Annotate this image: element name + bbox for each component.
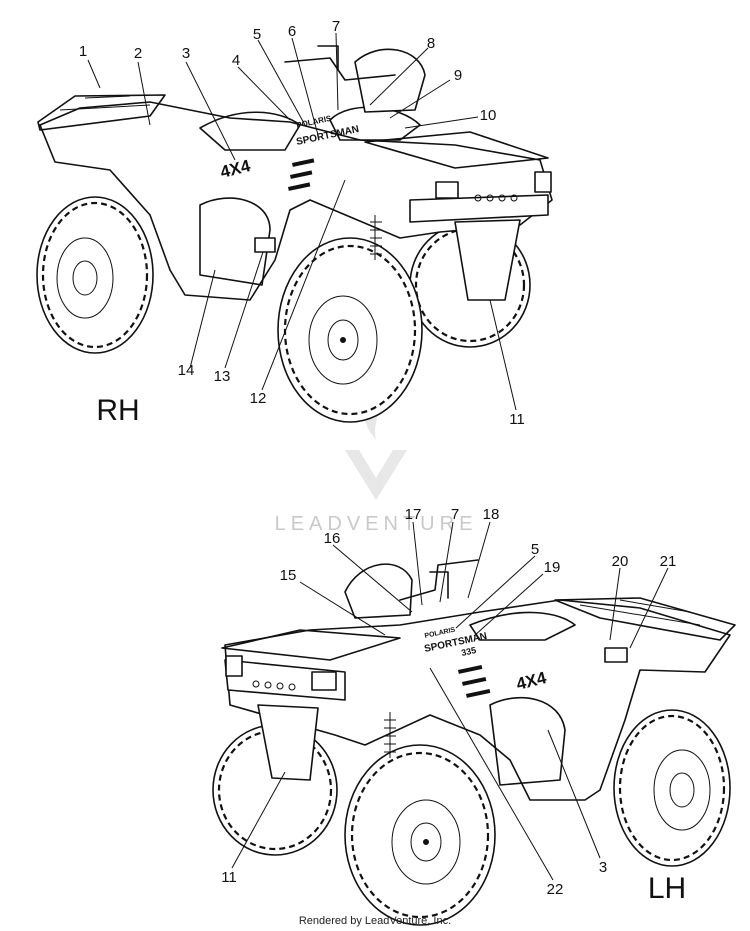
rh-brush-guard <box>454 219 521 301</box>
lh-callouts: 17 7 18 16 5 19 20 21 15 11 22 3 <box>221 506 676 898</box>
callout-12: 12 <box>250 390 267 407</box>
lh-headlight-left <box>225 655 243 677</box>
callout-3: 3 <box>182 45 190 62</box>
callout-2: 2 <box>134 45 142 62</box>
lh-front-rack <box>221 629 401 661</box>
callout-19: 19 <box>544 559 561 576</box>
rh-headlight-right <box>534 171 552 193</box>
callout-21: 21 <box>660 553 677 570</box>
lh-side-panel <box>489 697 566 786</box>
rh-bumper-holes <box>474 194 518 202</box>
rh-view-label: RH <box>96 394 139 427</box>
watermark-text: LEADVENTURE <box>275 513 478 535</box>
render-credit: Rendered by LeadVenture, Inc. <box>299 915 451 927</box>
callout-1: 1 <box>79 43 87 60</box>
lh-body <box>224 599 731 801</box>
lh-decal-engine: 335 <box>460 645 477 658</box>
atv-lh-view: 4X4 POLARIS SPORTSMAN 335 <box>212 559 736 926</box>
callout-8: 8 <box>427 35 435 52</box>
rh-headlight-pod <box>354 48 426 113</box>
lh-seat <box>469 611 576 641</box>
rh-rear-wheel-left <box>36 196 154 354</box>
callout-13: 13 <box>214 368 231 385</box>
rh-handlebar <box>284 45 396 81</box>
callout-20: 20 <box>612 553 629 570</box>
lh-front-wheel <box>344 744 496 926</box>
rh-rear-rack <box>37 94 166 131</box>
lh-leader-lines <box>231 521 669 881</box>
lh-view-label: LH <box>648 872 686 905</box>
lh-stripe-decal <box>458 665 491 698</box>
rh-frame-stripes <box>370 215 382 260</box>
lh-headlight-pod <box>344 563 413 619</box>
callout-10: 10 <box>480 107 497 124</box>
lh-rear-wheel-right <box>613 709 731 867</box>
callout-6: 6 <box>288 23 296 40</box>
rh-front-rack <box>364 131 549 169</box>
callout-16: 16 <box>324 530 341 547</box>
lh-rear-rack <box>554 597 736 641</box>
lh-frame-stripes <box>384 712 396 758</box>
callout-14: 14 <box>178 362 195 379</box>
rh-callouts: 1 2 3 4 5 6 7 8 9 10 11 12 13 14 <box>79 18 525 428</box>
watermark: LEADVENTURE <box>275 398 478 535</box>
callout-3-lh: 3 <box>599 859 607 876</box>
callout-9: 9 <box>454 67 462 84</box>
callout-11: 11 <box>509 411 525 428</box>
rh-seat <box>199 111 301 151</box>
callout-22: 22 <box>547 881 564 898</box>
rh-front-wheel <box>277 237 423 423</box>
lh-handlebar <box>399 559 479 601</box>
rh-headlight-left <box>435 181 459 199</box>
callout-17: 17 <box>405 506 422 523</box>
rh-front-bumper <box>409 194 549 223</box>
callout-5-lh: 5 <box>531 541 539 558</box>
callout-4: 4 <box>232 52 240 69</box>
atv-rh-view: 4X4 POLARIS SPORTSMAN <box>36 45 553 423</box>
rh-body <box>39 101 553 301</box>
lh-decal-21 <box>604 647 628 663</box>
callout-18: 18 <box>483 506 500 523</box>
callout-15: 15 <box>280 567 297 584</box>
callout-11-lh: 11 <box>221 869 237 886</box>
rh-decal-13 <box>254 237 276 253</box>
rh-stripe-decal <box>288 158 315 191</box>
rh-leader-lines <box>87 32 517 411</box>
lh-brush-guard <box>257 704 319 781</box>
lh-headlight-right <box>311 671 337 691</box>
callout-7: 7 <box>332 18 340 35</box>
callout-5: 5 <box>253 26 261 43</box>
lh-bumper-holes <box>252 680 296 691</box>
callout-7-lh: 7 <box>451 506 459 523</box>
